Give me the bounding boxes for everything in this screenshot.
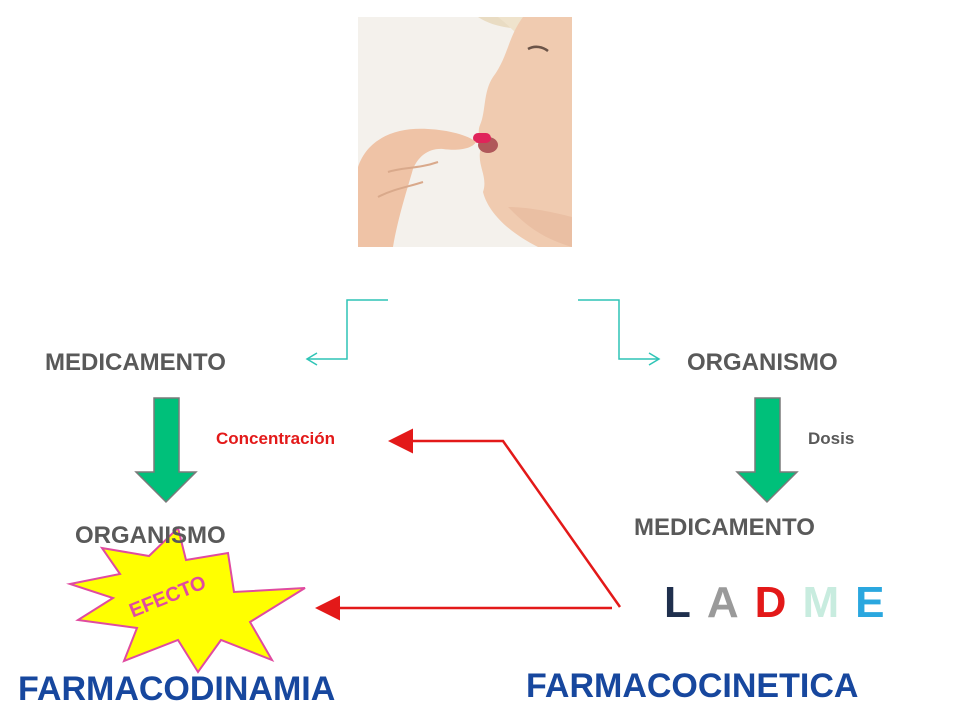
medicamento-label-right: MEDICAMENTO [634,514,815,541]
efecto-burst [66,526,306,674]
ladme-letter-d: D [754,578,789,627]
farmacocinetica-title: FARMACOCINETICA [526,667,859,705]
ladme-letter-l: L [664,578,693,627]
connector-to-medicamento [305,299,388,366]
organismo-label-right: ORGANISMO [687,349,838,376]
photo-illustration [358,17,572,247]
ladme-letter-m: M [802,578,842,627]
farmacodinamia-title: FARMACODINAMIA [18,670,336,708]
dosis-label: Dosis [808,429,855,448]
green-down-arrow-left [134,397,198,504]
ladme-letter-e: E [855,578,887,627]
medicamento-label-left: MEDICAMENTO [45,349,226,376]
connector-to-organismo [578,299,661,366]
person-taking-pill-photo [358,17,572,247]
green-down-arrow-right [735,397,799,504]
organismo-label-left: ORGANISMO [75,522,226,549]
efecto-text-wrap: EFECTO [118,572,218,623]
concentracion-label: Concentración [216,429,336,448]
ladme-letter-a: A [706,578,741,627]
red-arrow-concentracion [388,428,622,608]
